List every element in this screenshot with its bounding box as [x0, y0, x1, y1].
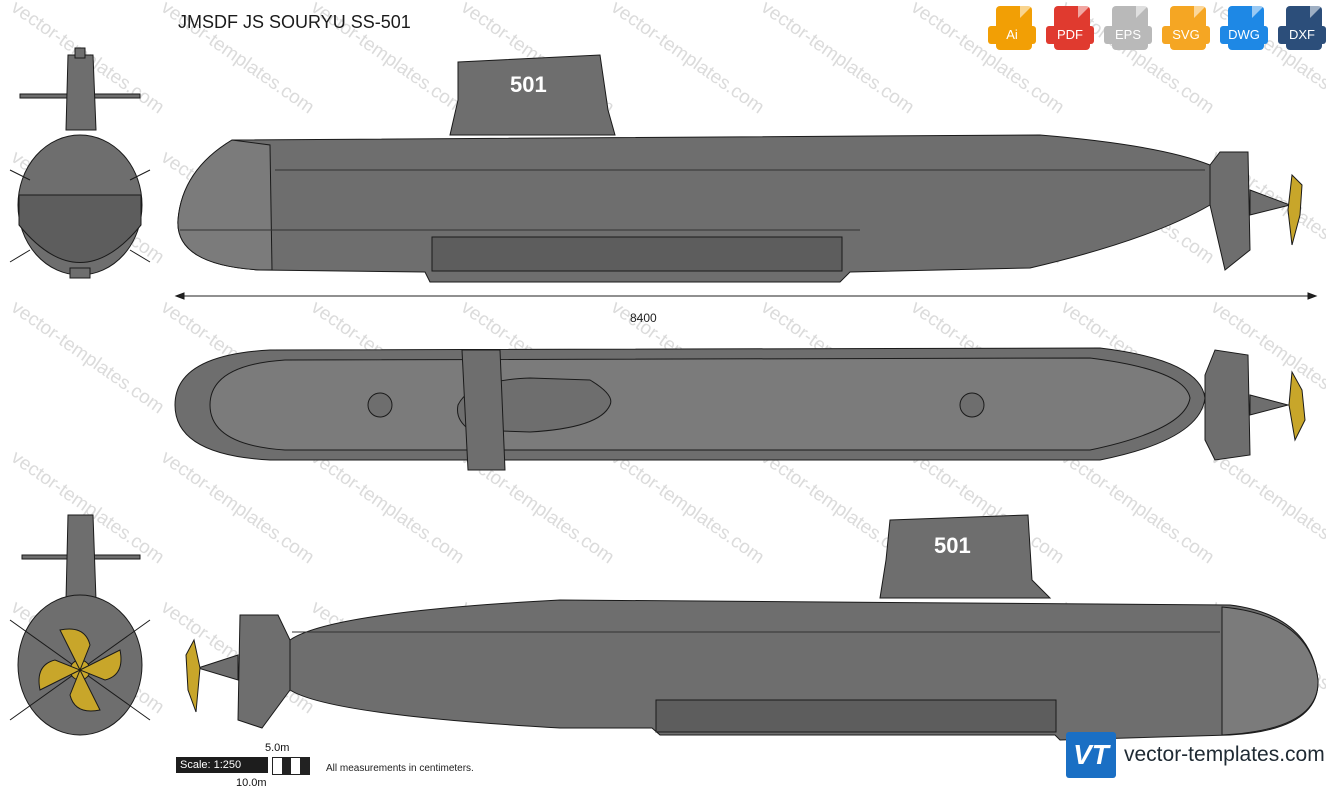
length-dimension: 8400: [630, 311, 657, 325]
top-view: [174, 347, 1306, 471]
hull-number-side: 501: [510, 72, 547, 97]
stern-view: [9, 514, 151, 736]
front-sail: [65, 54, 97, 131]
hatch-aft: [959, 392, 985, 418]
hatch-fore: [367, 392, 393, 418]
bow-section: [177, 139, 273, 271]
propeller-side: [1287, 173, 1303, 246]
front-fin-lower-right: [129, 249, 151, 263]
propeller-side-port: [185, 638, 201, 713]
stern-cone: [1249, 189, 1292, 216]
front-fin-lower-left: [9, 249, 31, 263]
dimension-line: [174, 292, 1318, 300]
format-label: EPS: [1104, 26, 1152, 44]
format-dxf-button[interactable]: DXF: [1276, 6, 1326, 54]
scale-bar: [272, 757, 310, 775]
sonar-array: [431, 236, 843, 272]
front-view-top: [9, 47, 151, 279]
format-dwg-button[interactable]: DWG: [1218, 6, 1273, 54]
front-mast: [74, 47, 86, 59]
front-fin-left: [9, 169, 31, 181]
format-svg-button[interactable]: SVG: [1160, 6, 1215, 54]
sonar-array-port: [655, 699, 1057, 733]
brand-link[interactable]: VT vector-templates.com: [1066, 732, 1325, 778]
deck-top: [209, 357, 1191, 451]
format-eps-button[interactable]: EPS: [1102, 6, 1157, 54]
format-pdf-button[interactable]: PDF: [1044, 6, 1099, 54]
brand-logo-icon: VT: [1066, 732, 1116, 778]
sail-tower: [449, 54, 616, 136]
format-ai-button[interactable]: Ai: [986, 6, 1041, 54]
hull-number-port: 501: [934, 533, 971, 558]
measurement-note: All measurements in centimeters.: [326, 763, 474, 774]
format-label: SVG: [1162, 26, 1210, 44]
scale-mark-10: 10.0m: [236, 777, 267, 789]
sail-tower-port: [879, 514, 1052, 599]
stern-cone-port: [196, 654, 239, 681]
scale-label: Scale: 1:250: [176, 757, 268, 773]
propeller-top: [1288, 370, 1306, 442]
scale-mark-5: 5.0m: [265, 742, 290, 754]
propeller-front: [38, 628, 122, 712]
brand-site-text: vector-templates.com: [1124, 743, 1325, 766]
format-label: DWG: [1220, 26, 1268, 44]
stern-sail: [65, 514, 97, 601]
stern-fins: [1209, 151, 1251, 271]
side-view-starboard: 501: [177, 54, 1303, 283]
format-download-bar: Ai PDF EPS SVG DWG DXF: [986, 6, 1326, 54]
format-label: Ai: [988, 26, 1036, 44]
stern-fins-port: [237, 614, 291, 729]
stern-fins-top: [1204, 349, 1251, 461]
bow-section-port: [1221, 606, 1319, 736]
stern-cone-top: [1249, 394, 1290, 416]
sail-planes-top: [461, 349, 506, 471]
format-label: DXF: [1278, 26, 1326, 44]
front-keel: [69, 267, 91, 279]
front-hull-lower: [18, 194, 142, 263]
side-view-port: 501: [185, 514, 1319, 741]
page-title: JMSDF JS SOURYU SS-501: [178, 12, 411, 32]
front-fin-right: [129, 169, 151, 181]
format-label: PDF: [1046, 26, 1094, 44]
